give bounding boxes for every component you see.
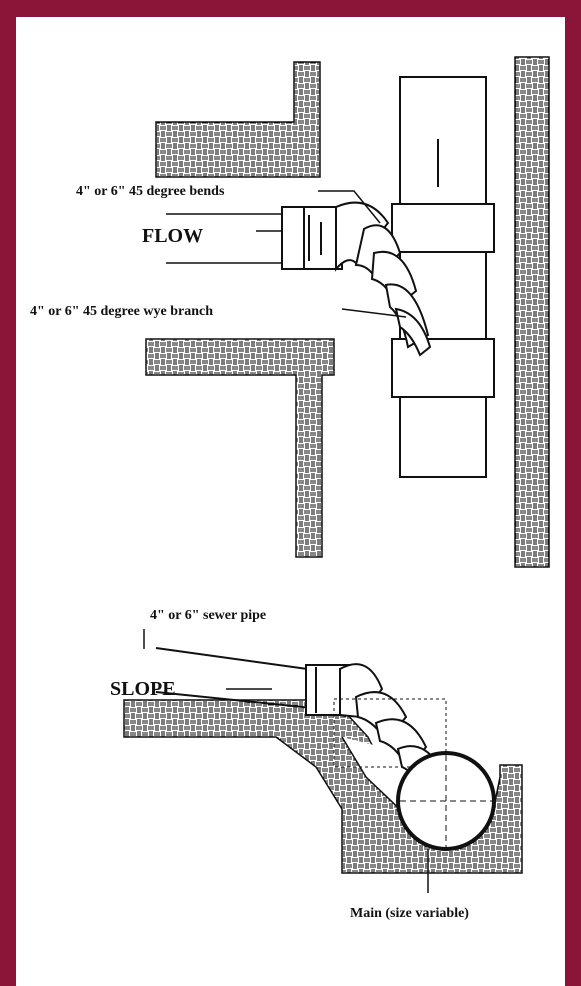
label-wye: 4" or 6" 45 degree wye branch [30,304,213,319]
label-main: Main (size variable) [350,906,469,921]
wall-right [514,56,550,568]
sewer-connection-diagram: 4" or 6" 45 degree bends FLOW 4" or 6" 4… [30,56,550,921]
label-slope: SLOPE [110,678,176,700]
top-diagram: 4" or 6" 45 degree bends FLOW 4" or 6" 4… [30,56,550,568]
wye-band-upper [391,203,495,253]
label-flow: FLOW [142,225,203,247]
wall-lower-left [145,338,335,558]
bend-fittings [335,201,432,357]
bottom-diagram: 4" or 6" sewer pipe SLOPE Main (size var… [110,608,523,921]
leader-bends [318,190,381,224]
leader-wye [341,308,407,318]
main-pipe-vertical [399,76,487,478]
reference-box [333,698,447,768]
branch-pipe [281,206,343,270]
label-bends: 4" or 6" 45 degree bends [76,184,225,199]
main-pipe-section [396,751,496,851]
diagram-panel: 4" or 6" 45 degree bends FLOW 4" or 6" 4… [16,17,565,986]
label-sewer-pipe: 4" or 6" sewer pipe [150,608,266,623]
wall-upper-left [155,61,321,178]
